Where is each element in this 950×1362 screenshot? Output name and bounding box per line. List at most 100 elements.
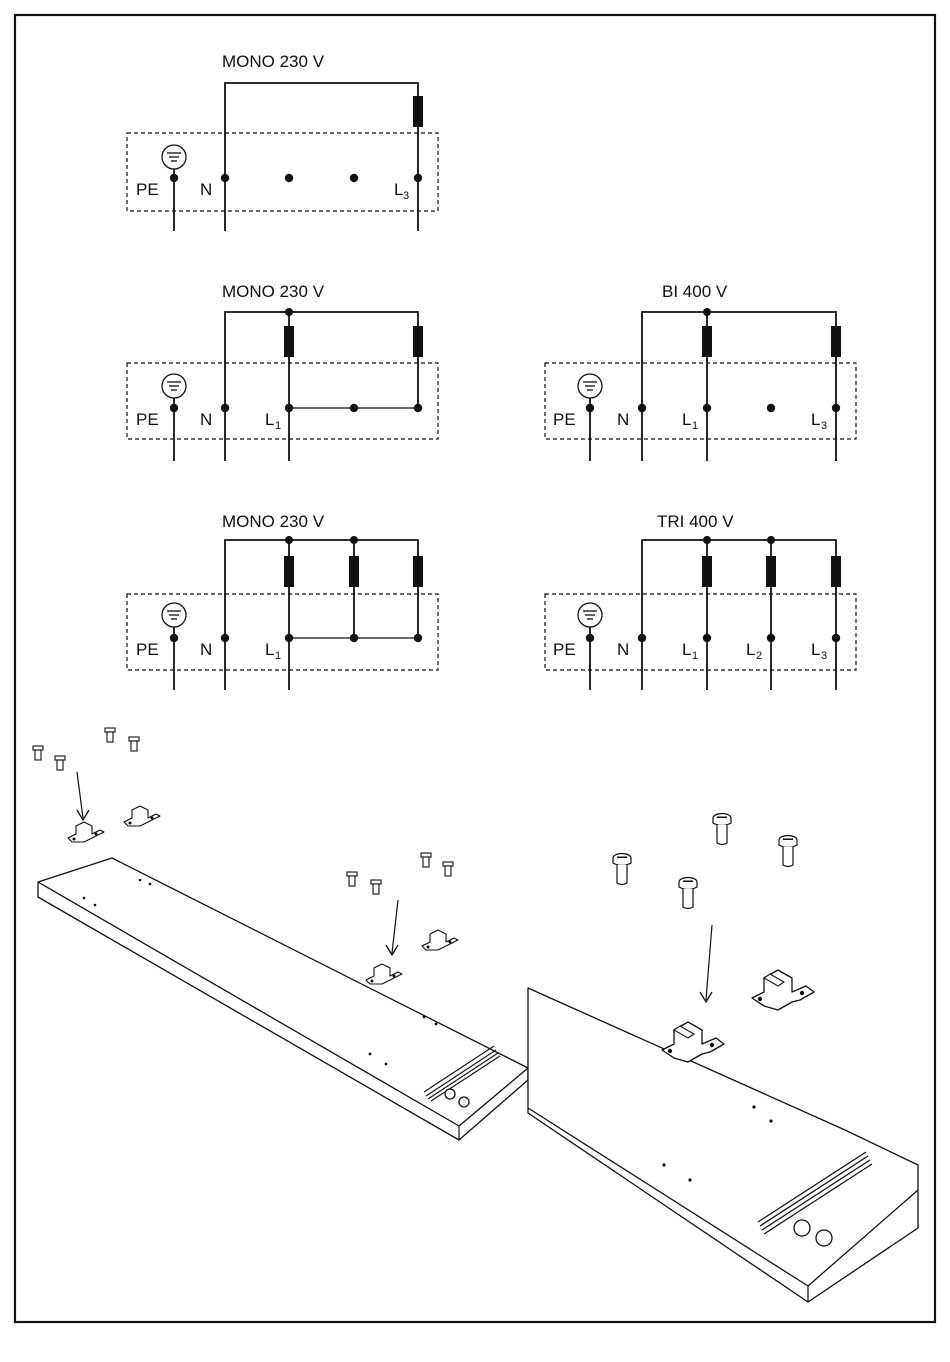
terminal-l2 (350, 174, 358, 182)
terminal-pe (170, 404, 178, 412)
terminal-n (638, 634, 646, 642)
resistor-icon (413, 326, 423, 357)
resistor-icon (284, 326, 294, 357)
resistor-icon (413, 556, 423, 587)
terminal-pe (170, 634, 178, 642)
terminal-n (221, 634, 229, 642)
resistor-icon (284, 556, 294, 587)
l3-subscript: 3 (821, 420, 827, 432)
voltage-label: BI 400 V (662, 282, 728, 301)
earth-ground-icon (578, 374, 602, 398)
cable-gland-icon (794, 1220, 810, 1236)
voltage-label: MONO 230 V (222, 282, 325, 301)
earth-ground-icon (162, 145, 186, 169)
mounting-bracket-icon (752, 970, 814, 1010)
mounting-bracket-icon (68, 822, 104, 842)
resistor-icon (702, 326, 712, 357)
earth-ground-icon (162, 374, 186, 398)
heater-panel-illustration-left (33, 728, 528, 1140)
l1-label: L (682, 640, 691, 659)
arrow-down-icon (77, 772, 89, 820)
terminal-l1 (703, 404, 711, 412)
heating-circuit-wire (642, 540, 836, 638)
screw-icon (679, 878, 697, 909)
terminal-l2 (767, 634, 775, 642)
terminal-l1 (703, 634, 711, 642)
terminal-l1 (285, 404, 293, 412)
resistor-icon (766, 556, 776, 587)
pe-label: PE (136, 180, 159, 199)
resistor-icon (413, 96, 423, 127)
pe-label: PE (553, 640, 576, 659)
screw-icon (613, 854, 631, 885)
l1-label: L (265, 410, 274, 429)
l1-subscript: 1 (275, 650, 281, 662)
l1-subscript: 1 (692, 420, 698, 432)
heating-circuit-wire (225, 312, 418, 408)
wiring-diagram-2: MONO 230 V PE N L 1 (127, 282, 438, 461)
terminal-l2 (350, 404, 358, 412)
wiring-diagram-3: BI 400 V PE N L 1 L 3 (545, 282, 856, 461)
voltage-label: MONO 230 V (222, 52, 325, 71)
l1-subscript: 1 (692, 650, 698, 662)
n-label: N (617, 640, 629, 659)
terminal-l1 (285, 634, 293, 642)
pe-label: PE (553, 410, 576, 429)
wiring-diagram-4: MONO 230 V PE N L 1 (127, 512, 438, 690)
screw-icon (421, 853, 431, 867)
pe-label: PE (136, 410, 159, 429)
heating-circuit-wire (225, 540, 418, 638)
terminal-pe (170, 174, 178, 182)
mounting-bracket-icon (124, 806, 160, 826)
mounting-bracket-icon (366, 964, 402, 984)
mounting-bracket-icon (662, 1022, 724, 1062)
terminal-pe (586, 404, 594, 412)
wiring-diagram-5: TRI 400 V PE N L 1 L 2 L 3 (545, 512, 856, 690)
screw-icon (713, 814, 731, 845)
cable-gland-icon (445, 1089, 455, 1099)
terminal-l3 (414, 174, 422, 182)
l1-label: L (682, 410, 691, 429)
l2-label: L (746, 640, 755, 659)
l1-label: L (265, 640, 274, 659)
n-label: N (200, 640, 212, 659)
terminal-l3 (414, 634, 422, 642)
screw-icon (779, 836, 797, 867)
l3-subscript: 3 (821, 650, 827, 662)
pe-label: PE (136, 640, 159, 659)
l2-subscript: 2 (756, 650, 762, 662)
earth-ground-icon (162, 603, 186, 627)
l1-subscript: 1 (275, 420, 281, 432)
resistor-icon (702, 556, 712, 587)
voltage-label: MONO 230 V (222, 512, 325, 531)
terminal-l2 (767, 404, 775, 412)
n-label: N (200, 180, 212, 199)
heater-panel-illustration-right (528, 814, 918, 1303)
heating-circuit-wire (225, 83, 418, 178)
earth-ground-icon (578, 603, 602, 627)
terminal-pe (586, 634, 594, 642)
screw-icon (33, 746, 43, 760)
cable-gland-icon (816, 1230, 832, 1246)
screw-icon (347, 872, 357, 886)
arrow-down-icon (700, 925, 712, 1002)
cable-gland-icon (459, 1097, 469, 1107)
n-label: N (617, 410, 629, 429)
resistor-icon (349, 556, 359, 587)
l3-subscript: 3 (403, 190, 409, 202)
screw-icon (129, 737, 139, 751)
l3-label: L (811, 410, 820, 429)
resistor-icon (831, 556, 841, 587)
mounting-bracket-icon (422, 930, 458, 950)
screw-icon (371, 880, 381, 894)
screw-icon (55, 756, 65, 770)
terminal-l2 (350, 634, 358, 642)
heater-panel-icon (38, 858, 528, 1140)
resistor-icon (831, 326, 841, 357)
terminal-n (221, 174, 229, 182)
wiring-diagram-1: MONO 230 V PE N L 3 (127, 52, 438, 231)
terminal-l3 (832, 634, 840, 642)
terminal-n (638, 404, 646, 412)
terminal-l3 (414, 404, 422, 412)
